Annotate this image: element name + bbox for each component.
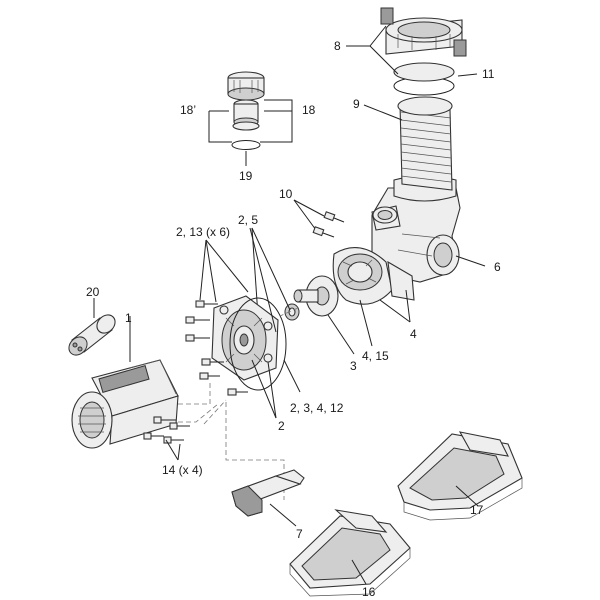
leaders-18 (208, 99, 293, 166)
callout-18-prime: 18’ (180, 103, 196, 117)
bolts-13 (185, 300, 248, 396)
callout-2-5: 2, 5 (238, 213, 258, 227)
callout-1: 1 (125, 311, 132, 325)
callout-2-3-4-12: 2, 3, 4, 12 (290, 401, 344, 415)
base-17 (397, 431, 523, 521)
callout-7: 7 (296, 527, 303, 541)
base-16 (289, 509, 411, 597)
callout-9: 9 (353, 97, 360, 111)
impeller-3 (293, 275, 339, 317)
callout-20: 20 (86, 285, 100, 299)
callout-2-13: 2, 13 (x 6) (176, 225, 230, 239)
callout-labels: 8 11 9 18’ 18 19 10 2, 5 2, 13 (x 6) 6 2… (86, 39, 501, 599)
strainer-basket-9 (397, 96, 453, 191)
callout-2: 2 (278, 419, 285, 433)
leaders-middle (251, 227, 411, 355)
callout-11: 11 (482, 67, 495, 81)
seal-2-5 (284, 303, 300, 321)
diffuser-4 (332, 247, 415, 305)
motor-screws-14 (143, 416, 190, 461)
clip-7 (231, 469, 305, 527)
o-ring-19 (231, 140, 261, 150)
callout-4-15: 4, 15 (362, 349, 389, 363)
o-ring-12 (229, 297, 287, 391)
screws-10 (293, 199, 345, 238)
callout-14: 14 (x 4) (162, 463, 203, 477)
callout-19: 19 (239, 169, 253, 183)
callout-4: 4 (410, 327, 417, 341)
lid-8 (380, 7, 467, 82)
union-fitting-18 (227, 71, 265, 131)
callout-8: 8 (334, 39, 341, 53)
callout-6: 6 (494, 260, 501, 274)
leaders-top-right (346, 25, 486, 267)
callout-3: 3 (350, 359, 357, 373)
callout-10: 10 (279, 187, 293, 201)
backplate-2 (211, 295, 279, 381)
capacitor-20 (68, 298, 116, 356)
callout-16: 16 (362, 585, 376, 599)
callout-18: 18 (302, 103, 316, 117)
leaders-backplate (199, 227, 301, 419)
callout-17: 17 (470, 503, 484, 517)
